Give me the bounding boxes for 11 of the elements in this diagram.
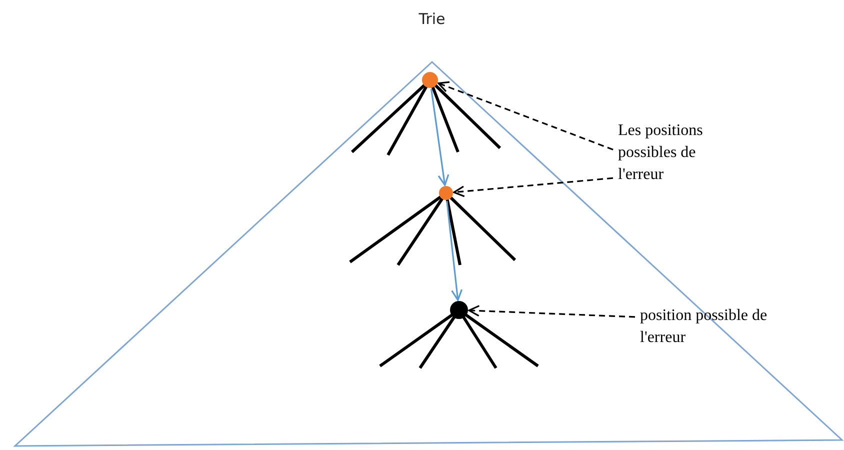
annotation-text: position possible de l'erreur (640, 305, 778, 349)
node-dot (422, 72, 438, 88)
leader-arrow (438, 81, 614, 150)
leader-arrow (453, 177, 614, 198)
annotation-text: Les positions possibles de l'erreur (618, 120, 722, 186)
arrow (446, 200, 463, 301)
arrow (430, 88, 450, 186)
node-dot (439, 186, 453, 200)
leader-arrow (468, 305, 636, 318)
node-dot (450, 301, 468, 319)
trie-title: Trie (418, 10, 446, 28)
